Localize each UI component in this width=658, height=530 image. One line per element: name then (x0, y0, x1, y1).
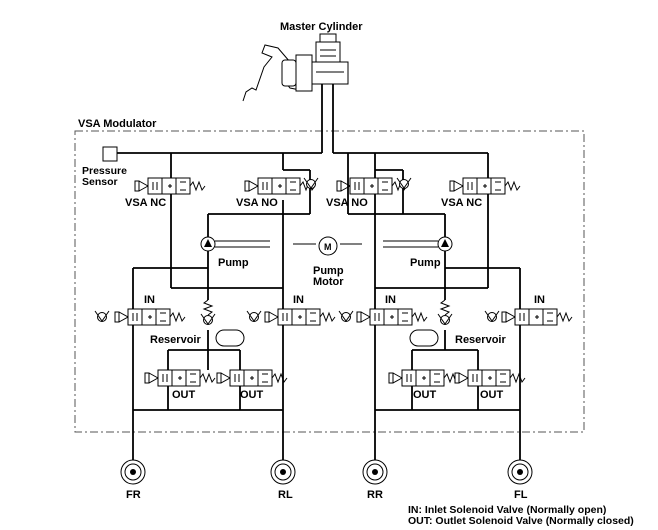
pump-left-icon (200, 236, 216, 252)
master-cylinder-label: Master Cylinder (280, 21, 363, 33)
inlet-label-fr: IN (144, 294, 155, 306)
left-circuit-lines (132, 153, 311, 462)
reservoir-spring-right (437, 299, 453, 325)
inlet-label-rr: IN (385, 294, 396, 306)
check-valve-fr-icon (94, 310, 110, 322)
outlet-label-fr: OUT (172, 389, 196, 401)
inlet-label-fl: IN (534, 294, 545, 306)
check-valve-rr-icon (338, 310, 354, 322)
pump-right-label: Pump (410, 257, 441, 269)
wheel-rr-icon (362, 459, 388, 485)
vsa-nc-right-label: VSA NC (441, 197, 482, 209)
outlet-label-rl: OUT (240, 389, 264, 401)
pressure-sensor-label-2: Sensor (82, 176, 118, 188)
wheel-rl-label: RL (278, 489, 293, 501)
outlet-label-rr: OUT (413, 389, 437, 401)
inlet-valve-fl (501, 308, 573, 326)
check-valve-left-icon (303, 177, 319, 189)
wheel-fr-icon (120, 459, 146, 485)
right-circuit-lines (347, 153, 521, 462)
master-cylinder-illustration (242, 33, 349, 102)
pump-left-label: Pump (218, 257, 249, 269)
vsa-no-left-label: VSA NO (236, 197, 278, 209)
reservoir-right-icon (409, 329, 439, 347)
legend-inlet: IN: Inlet Solenoid Valve (Normally open) (408, 504, 606, 516)
pump-shaft-lines (215, 240, 438, 248)
inlet-valve-fr (114, 308, 186, 326)
check-valve-rl-icon (246, 310, 262, 322)
pressure-sensor-label-1: Pressure (82, 165, 127, 177)
wheel-rl-icon (270, 459, 296, 485)
reservoir-left-label: Reservoir (150, 334, 201, 346)
wheel-rr-label: RR (367, 489, 383, 501)
vsa-modulator-frame (74, 130, 585, 433)
inlet-valve-rr (356, 308, 428, 326)
outlet-valve-fl (454, 369, 526, 387)
pressure-sensor-icon (102, 146, 118, 162)
outlet-valve-rr (388, 369, 460, 387)
outlet-valve-fr (144, 369, 216, 387)
vsa-nc-left-valve (134, 177, 206, 195)
wheel-fl-label: FL (514, 489, 528, 501)
pump-right-icon (437, 236, 453, 252)
pump-motor-label-2: Motor (313, 276, 344, 288)
outlet-label-fl: OUT (480, 389, 504, 401)
reservoir-left-icon (215, 329, 245, 347)
legend-outlet: OUT: Outlet Solenoid Valve (Normally clo… (408, 515, 634, 527)
outlet-valve-rl (216, 369, 288, 387)
reservoir-right-label: Reservoir (455, 334, 506, 346)
motor-symbol: M (324, 242, 332, 252)
pump-motor-label-1: Pump (313, 265, 344, 277)
reservoir-spring-left (200, 299, 216, 325)
master-cylinder-lines (117, 84, 488, 154)
vsa-nc-left-label: VSA NC (125, 197, 166, 209)
wheel-fr-label: FR (126, 489, 141, 501)
pump-motor-icon (318, 236, 338, 256)
vsa-nc-right-valve (449, 177, 521, 195)
vsa-modulator-label: VSA Modulator (78, 118, 157, 130)
check-valve-fl-icon (484, 310, 500, 322)
wheel-fl-icon (507, 459, 533, 485)
inlet-valve-rl (264, 308, 336, 326)
vsa-no-left-valve (244, 177, 316, 195)
inlet-label-rl: IN (293, 294, 304, 306)
vsa-no-right-label: VSA NO (326, 197, 368, 209)
